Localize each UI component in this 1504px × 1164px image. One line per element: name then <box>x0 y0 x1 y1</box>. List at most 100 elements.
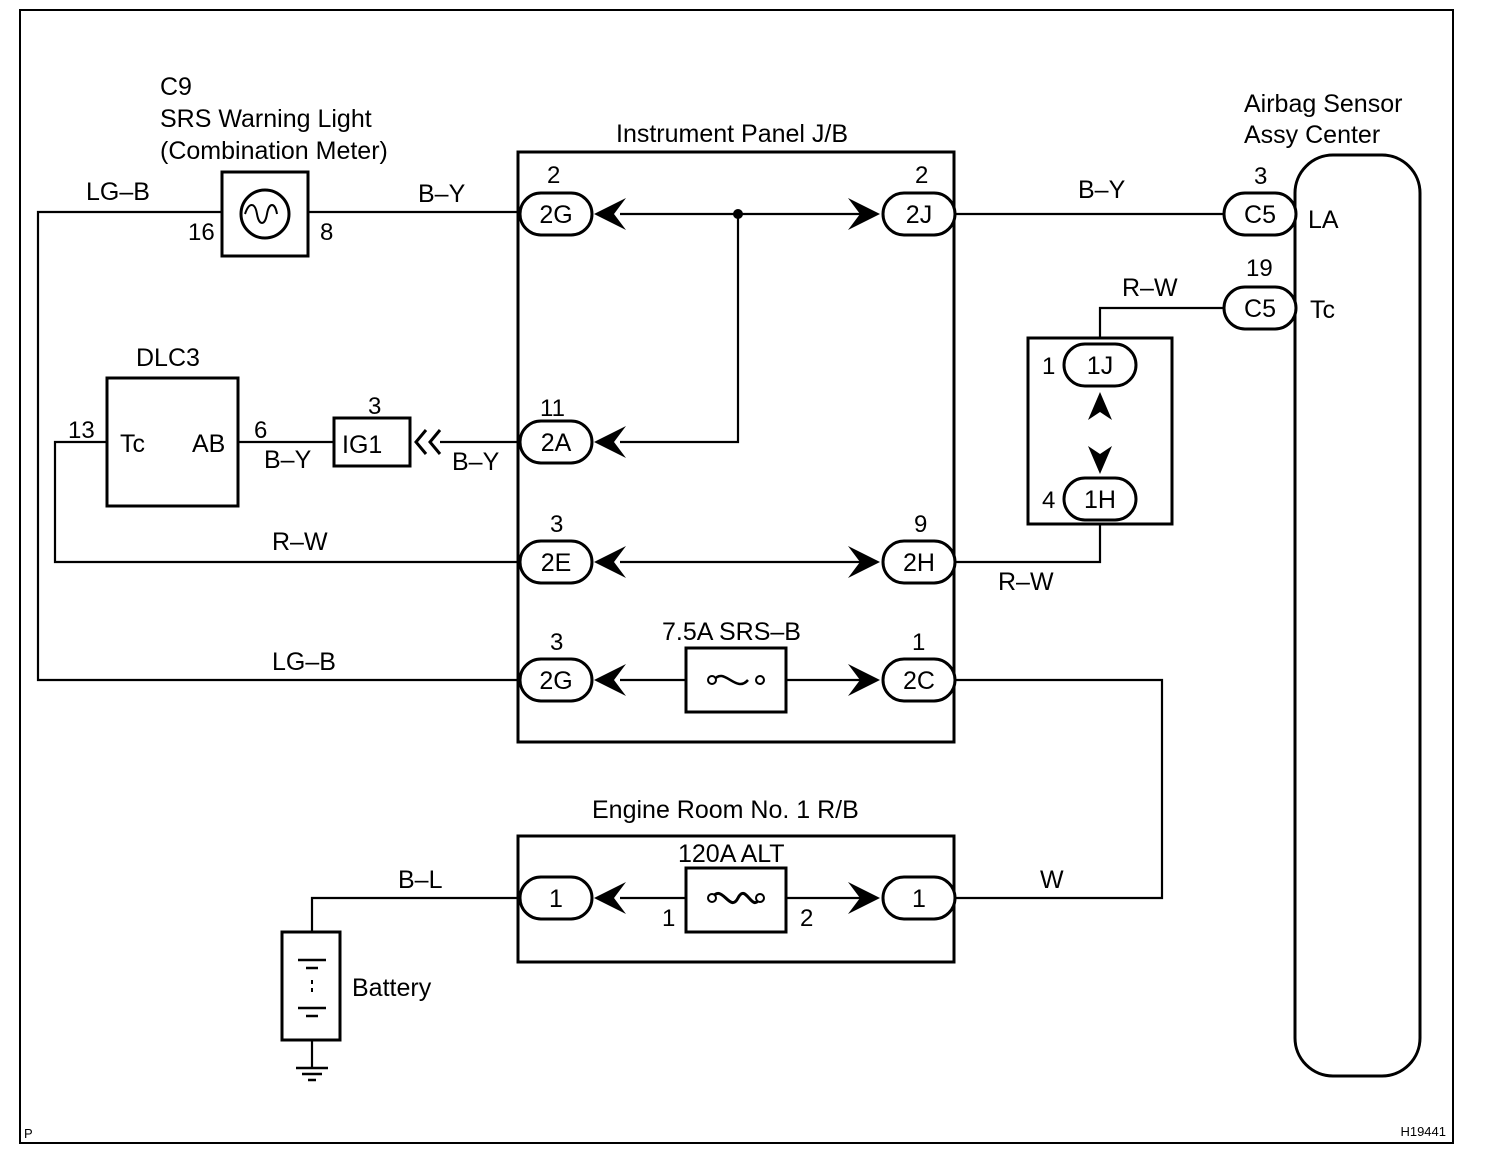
instrument-panel-jb: Instrument Panel J/B <box>516 120 956 744</box>
fuse-icon <box>712 674 749 686</box>
wire-r-w-right <box>955 520 1102 564</box>
airbag-sensor-assy: Airbag Sensor Assy Center LA Tc <box>1244 90 1422 1078</box>
connector-rb-right <box>881 875 957 921</box>
dlc3-ab-terminal: AB <box>192 430 225 458</box>
ig1-chevron-icon <box>414 429 442 455</box>
bulb-filament <box>244 204 278 224</box>
engine-room-rb: Engine Room No. 1 R/B 120A ALT 1 2 <box>516 796 956 964</box>
connector-c5-tc-pin: 19 <box>1246 255 1273 282</box>
airbag-title-2: Assy Center <box>1244 121 1380 149</box>
wire-r-w-left <box>53 440 520 564</box>
ig1-box <box>332 416 412 468</box>
airbag-la-terminal: LA <box>1308 206 1339 234</box>
wire-label-b-l: B–L <box>398 866 443 894</box>
srs-light-pin-16: 16 <box>188 219 215 246</box>
connector-2a <box>518 419 594 465</box>
fuse-alt-contact-left <box>707 893 717 903</box>
connector-c5-la <box>1222 191 1298 237</box>
airbag-tc-terminal: Tc <box>1310 296 1335 324</box>
fuse-contact-right <box>755 675 765 685</box>
arrow-up-icon <box>1088 392 1112 420</box>
corner-mark: P <box>24 1126 33 1141</box>
wire-b-l <box>310 896 520 932</box>
airbag-body <box>1293 153 1422 1078</box>
arrow-left-icon <box>594 664 626 696</box>
diagram-frame <box>19 9 1454 1144</box>
fuse-alt-pin-1: 1 <box>662 905 675 932</box>
connector-rb-left-label: 1 <box>549 885 563 913</box>
connector-2j <box>881 191 957 237</box>
connector-2g-bottom-pin: 3 <box>550 629 563 656</box>
arrow-left-icon <box>594 198 626 230</box>
ig1-pin: 3 <box>368 393 381 420</box>
connector-2e-pin: 3 <box>550 511 563 538</box>
srs-light-name: SRS Warning Light <box>160 105 372 133</box>
figure-code: H19441 <box>1400 1124 1446 1139</box>
battery-label: Battery <box>352 974 432 1002</box>
connector-2e <box>518 539 594 585</box>
connector-2a-label: 2A <box>541 429 572 457</box>
wire-label-b-y-airbag: B–Y <box>1078 176 1126 204</box>
connector-2g-bottom-label: 2G <box>539 667 572 695</box>
wire-label-w: W <box>1040 866 1064 894</box>
connector-1j <box>1062 342 1138 388</box>
connector-rb-right-label: 1 <box>912 885 926 913</box>
arrow-left-icon <box>594 426 626 458</box>
connector-1h <box>1062 476 1138 522</box>
fuse-srs-box <box>684 646 788 714</box>
junction-dot <box>733 209 743 219</box>
j-connector-box: 1J 1H 1 4 <box>1026 336 1174 526</box>
connector-c5-tc <box>1222 285 1298 331</box>
connector-2h <box>881 539 957 585</box>
dlc3-pin-6: 6 <box>254 417 267 444</box>
dlc3: DLC3 Tc AB 13 6 <box>68 344 267 508</box>
connector-2h-pin: 9 <box>914 511 927 538</box>
wire-w <box>955 678 1164 900</box>
fuse-alt-contact-right <box>755 893 765 903</box>
connector-2j-label: 2J <box>906 201 932 229</box>
wire-r-w-airbag <box>1098 306 1224 342</box>
connector-2g-top <box>518 191 594 237</box>
wire-label-r-w-right: R–W <box>998 568 1054 596</box>
wire-labels: LG–B B–Y B–Y R–W B–Y B–Y R–W R–W LG–B B–… <box>86 176 1178 894</box>
bulb-icon <box>239 188 291 240</box>
srs-light-pin-8: 8 <box>320 219 333 246</box>
connector-rb-left <box>518 875 594 921</box>
connector-1j-pin: 1 <box>1042 353 1055 380</box>
connector-2g-bottom <box>518 657 594 703</box>
wire-label-r-w-airbag: R–W <box>1122 274 1178 302</box>
wire-label-b-y-ig1: B–Y <box>452 448 500 476</box>
arrow-right-icon <box>848 546 880 578</box>
wire-label-b-y-dlc: B–Y <box>264 446 312 474</box>
connector-2c-label: 2C <box>903 667 935 695</box>
connector-2a-pin: 11 <box>540 395 565 422</box>
ig1-label: IG1 <box>342 431 382 459</box>
dlc3-tc-terminal: Tc <box>120 430 145 458</box>
fuse-srs-label: 7.5A SRS–B <box>662 618 801 646</box>
connector-2e-label: 2E <box>541 549 572 577</box>
fuse-alt-pin-2: 2 <box>800 905 813 932</box>
arrow-right-icon <box>848 882 880 914</box>
jb-title: Instrument Panel J/B <box>616 120 848 148</box>
connector-2c-pin: 1 <box>912 629 925 656</box>
arrow-left-icon <box>594 882 626 914</box>
wire-label-lg-b-bottom: LG–B <box>272 648 336 676</box>
connector-1h-label: 1H <box>1084 486 1116 514</box>
srs-warning-light: C9 SRS Warning Light (Combination Meter)… <box>160 73 388 258</box>
wire-label-lg-b-top: LG–B <box>86 178 150 206</box>
fuse-srs-b: 7.5A SRS–B <box>662 618 801 714</box>
battery: Battery <box>280 930 432 1082</box>
connector-c5-la-label: C5 <box>1244 201 1276 229</box>
connector-2h-label: 2H <box>903 549 935 577</box>
connector-pills: 2G 2 2J 2 2A 11 2E 3 2H 9 2G 3 2C 1 <box>518 162 1298 921</box>
dlc3-box <box>105 376 240 508</box>
wire-lg-b-loop <box>36 210 520 682</box>
connector-c5-tc-label: C5 <box>1244 295 1276 323</box>
wire-label-r-w-left: R–W <box>272 528 328 556</box>
connector-2c <box>881 657 957 703</box>
dlc3-title: DLC3 <box>136 344 200 372</box>
connector-2g-top-label: 2G <box>539 201 572 229</box>
arrow-left-icon <box>594 546 626 578</box>
rb-title: Engine Room No. 1 R/B <box>592 796 859 824</box>
